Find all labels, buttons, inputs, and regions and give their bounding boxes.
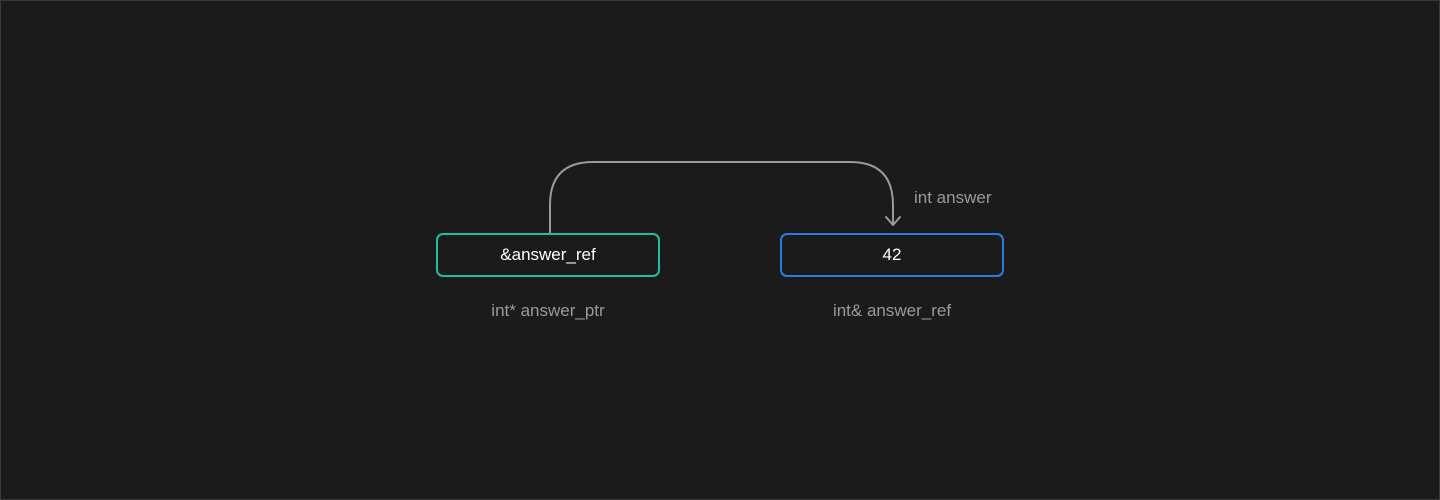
reference-box-value: 42 bbox=[882, 245, 902, 264]
arrowhead-icon bbox=[885, 216, 901, 226]
pointer-caption: int* answer_ptr bbox=[491, 301, 605, 320]
target-variable-label: int answer bbox=[914, 188, 992, 207]
pointer-arrow-path bbox=[549, 161, 894, 234]
reference-caption: int& answer_ref bbox=[832, 301, 952, 320]
pointer-box: &answer_ref bbox=[436, 233, 660, 277]
reference-box: 42 bbox=[780, 233, 1004, 277]
pointer-box-value: &answer_ref bbox=[500, 245, 596, 264]
